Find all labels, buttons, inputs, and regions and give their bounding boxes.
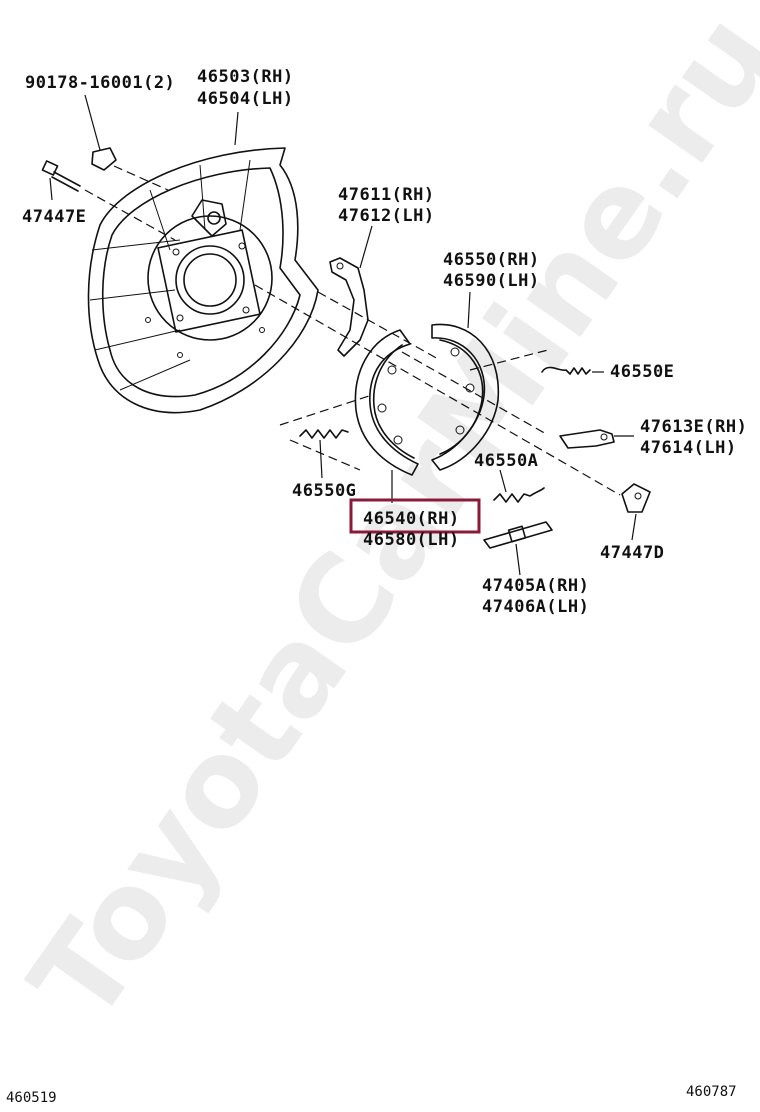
label-46503-rh[interactable]: 46503(RH) bbox=[197, 67, 294, 87]
spring-46550e-drawing bbox=[541, 366, 591, 375]
spring-46550g-drawing bbox=[299, 429, 349, 439]
label-47405a-rh[interactable]: 47405A(RH) bbox=[482, 576, 589, 596]
label-46590-lh[interactable]: 46590(LH) bbox=[443, 271, 540, 291]
parking-lever-drawing bbox=[329, 257, 369, 357]
adjuster-47405a-drawing bbox=[483, 521, 553, 549]
label-47613e-rh[interactable]: 47613E(RH) bbox=[640, 417, 747, 437]
label-46550-rh[interactable]: 46550(RH) bbox=[443, 250, 540, 270]
label-90178[interactable]: 90178-16001(2) bbox=[25, 73, 175, 93]
nut-90178-drawing bbox=[91, 147, 169, 191]
footer-left-code: 460519 bbox=[6, 1090, 57, 1106]
label-46504-lh[interactable]: 46504(LH) bbox=[197, 89, 294, 109]
clip-47447d-drawing bbox=[621, 483, 651, 513]
backing-plate bbox=[87, 147, 319, 414]
highlight-box bbox=[349, 498, 481, 534]
label-46550e[interactable]: 46550E bbox=[610, 362, 674, 382]
label-47614-lh[interactable]: 47614(LH) bbox=[640, 438, 737, 458]
footer-right-code: 460787 bbox=[686, 1084, 737, 1100]
label-47447e[interactable]: 47447E bbox=[22, 207, 86, 227]
spring-46550a-drawing bbox=[493, 487, 545, 503]
label-46550a[interactable]: 46550A bbox=[474, 451, 538, 471]
leader-lines bbox=[49, 94, 637, 576]
bolt-47447e-drawing bbox=[41, 160, 176, 241]
label-46550g[interactable]: 46550G bbox=[292, 481, 356, 501]
label-47611-rh[interactable]: 47611(RH) bbox=[338, 185, 435, 205]
label-47447d[interactable]: 47447D bbox=[600, 543, 664, 563]
label-47612-lh[interactable]: 47612(LH) bbox=[338, 206, 435, 226]
assembly-lines bbox=[254, 284, 621, 496]
label-47406a-lh[interactable]: 47406A(LH) bbox=[482, 597, 589, 617]
label-46540-rh[interactable]: 46540(RH) bbox=[363, 509, 460, 529]
label-46580-lh[interactable]: 46580(LH) bbox=[363, 530, 460, 550]
brake-shoe-rear-drawing bbox=[354, 329, 419, 476]
strut-47613e-drawing bbox=[559, 429, 615, 449]
